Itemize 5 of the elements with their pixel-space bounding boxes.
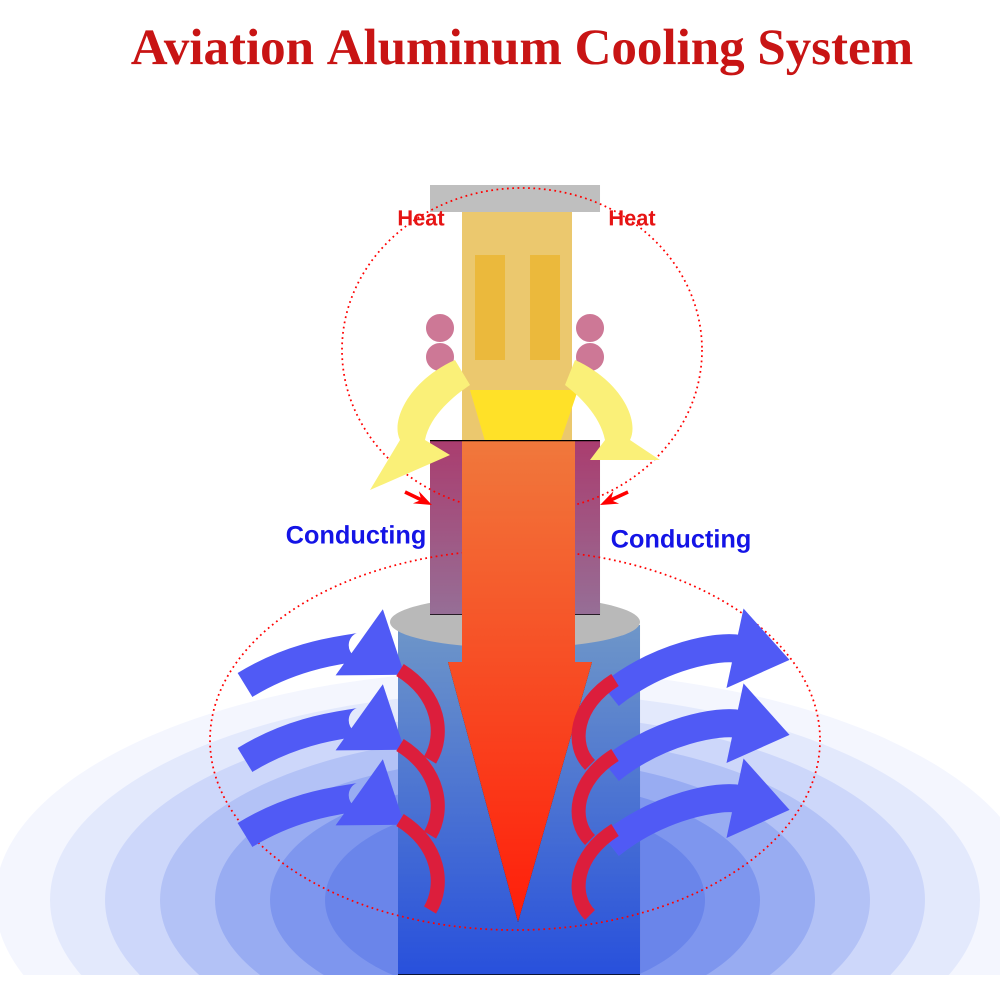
heat-flow-label: Heat bbox=[398, 210, 444, 226]
heat-flow-label: Conducting bbox=[286, 525, 425, 549]
title: Aviation Aluminum Cooling System bbox=[131, 28, 912, 76]
heat-flow-label: Heat bbox=[610, 210, 656, 226]
heat-flow-label: Conducting bbox=[612, 529, 750, 553]
